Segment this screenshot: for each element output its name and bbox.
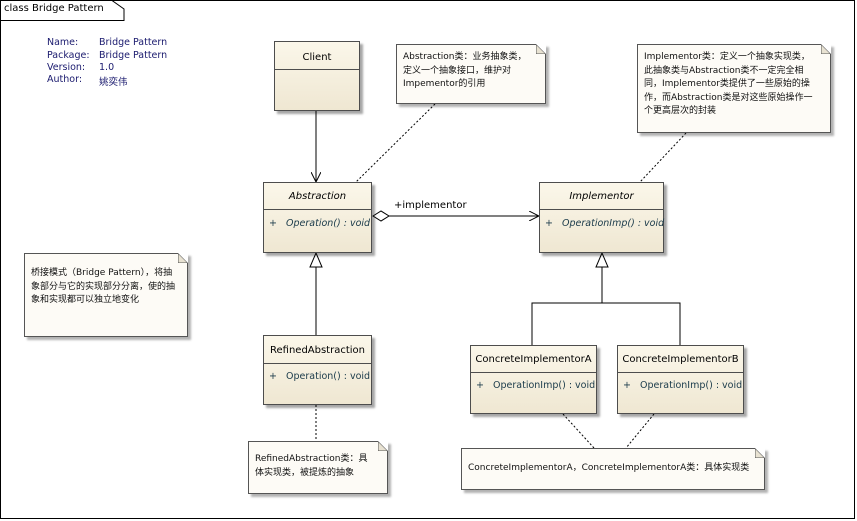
- class-client-separator: [275, 69, 359, 70]
- abstraction-note-anchor: [355, 103, 436, 183]
- meta-name-key: Name:: [47, 37, 79, 48]
- class-refined-abstraction-operation: + Operation() : void: [269, 371, 371, 382]
- note-fold-icon: [755, 448, 765, 458]
- meta-name-value: Bridge Pattern: [99, 37, 168, 48]
- meta-author-value: 姚奕伟: [99, 77, 128, 88]
- class-refined-abstraction[interactable]: RefinedAbstraction + Operation() : void: [263, 335, 372, 405]
- meta-package-value: Bridge Pattern: [99, 50, 168, 61]
- note-bridge-pattern-text: 桥接模式（Bridge Pattern），将抽象部分与它的实现部分分离，使的抽象…: [31, 268, 176, 305]
- concrete-b-note-anchor: [625, 413, 655, 449]
- operation-signature: OperationImp() : void: [493, 380, 596, 391]
- operation-visibility: +: [476, 380, 484, 391]
- class-concrete-implementor-a[interactable]: ConcreteImplementorA + OperationImp() : …: [470, 345, 597, 414]
- note-bridge-pattern[interactable]: 桥接模式（Bridge Pattern），将抽象部分与它的实现部分分离，使的抽象…: [24, 253, 188, 337]
- class-implementor[interactable]: Implementor + OperationImp() : void: [539, 182, 664, 253]
- meta-version-value: 1.0: [99, 62, 115, 73]
- note-refined-abstraction-text: RefinedAbstraction类：具体实现类，被提炼的抽象: [255, 454, 368, 478]
- association-role-label: +implementor: [394, 200, 467, 211]
- operation-visibility: +: [269, 218, 277, 229]
- note-concrete-implementors[interactable]: ConcreteImplementorA，ConcreteImplementor…: [461, 448, 765, 490]
- class-refined-abstraction-separator: [264, 363, 371, 364]
- class-abstraction[interactable]: Abstraction + Operation() : void: [263, 182, 372, 253]
- class-implementor-name: Implementor: [569, 191, 634, 202]
- concrete-a-note-anchor: [562, 413, 595, 449]
- meta-version-key: Version:: [47, 62, 86, 73]
- operation-visibility: +: [623, 380, 631, 391]
- operation-signature: Operation() : void: [286, 371, 371, 382]
- diagram-title: class Bridge Pattern: [4, 3, 104, 14]
- diagram-tab: [0, 0, 125, 21]
- class-refined-abstraction-name: RefinedAbstraction: [270, 345, 365, 356]
- operation-visibility: +: [545, 218, 553, 229]
- operation-visibility: +: [269, 371, 277, 382]
- class-concrete-implementor-b-operation: + OperationImp() : void: [623, 380, 743, 391]
- note-implementor-text: Implementor类：定义一个抽象实现类，此抽象类与Abstraction类…: [644, 52, 813, 116]
- concrete-generalization-triangle: [595, 251, 609, 268]
- note-abstraction[interactable]: Abstraction类：业务抽象类，定义一个抽象接口，维护对Impemento…: [396, 44, 546, 104]
- note-implementor[interactable]: Implementor类：定义一个抽象实现类，此抽象类与Abstraction类…: [637, 44, 831, 133]
- class-concrete-implementor-b-name: ConcreteImplementorB: [622, 354, 739, 365]
- class-client-name: Client: [302, 52, 332, 63]
- note-fold-icon: [178, 253, 188, 263]
- aggregation-diamond: [372, 210, 390, 222]
- class-client[interactable]: Client: [274, 41, 360, 111]
- class-abstraction-separator: [264, 209, 371, 210]
- note-abstraction-text: Abstraction类：业务抽象类，定义一个抽象接口，维护对Impemento…: [403, 52, 527, 89]
- meta-author-key: Author:: [47, 74, 83, 85]
- note-fold-icon: [821, 44, 831, 54]
- class-concrete-implementor-a-separator: [471, 372, 596, 373]
- class-abstraction-operation: + Operation() : void: [269, 218, 371, 229]
- class-implementor-operation: + OperationImp() : void: [545, 218, 665, 229]
- class-concrete-implementor-b[interactable]: ConcreteImplementorB + OperationImp() : …: [617, 345, 744, 414]
- note-refined-abstraction[interactable]: RefinedAbstraction类：具体实现类，被提炼的抽象: [248, 441, 388, 494]
- class-concrete-implementor-a-name: ConcreteImplementorA: [475, 354, 592, 365]
- implementor-note-anchor: [639, 132, 687, 183]
- refined-generalization-triangle: [309, 251, 323, 268]
- operation-signature: OperationImp() : void: [562, 218, 665, 229]
- operation-signature: OperationImp() : void: [640, 380, 743, 391]
- note-fold-icon: [378, 441, 388, 451]
- operation-signature: Operation() : void: [286, 218, 371, 229]
- class-abstraction-name: Abstraction: [288, 191, 347, 202]
- class-implementor-separator: [540, 209, 663, 210]
- note-concrete-implementors-text: ConcreteImplementorA，ConcreteImplementor…: [468, 463, 750, 473]
- concrete-generalization-lines: [531, 267, 681, 345]
- meta-package-key: Package:: [47, 50, 90, 61]
- class-concrete-implementor-a-operation: + OperationImp() : void: [476, 380, 596, 391]
- class-concrete-implementor-b-separator: [618, 372, 743, 373]
- note-fold-icon: [536, 44, 546, 54]
